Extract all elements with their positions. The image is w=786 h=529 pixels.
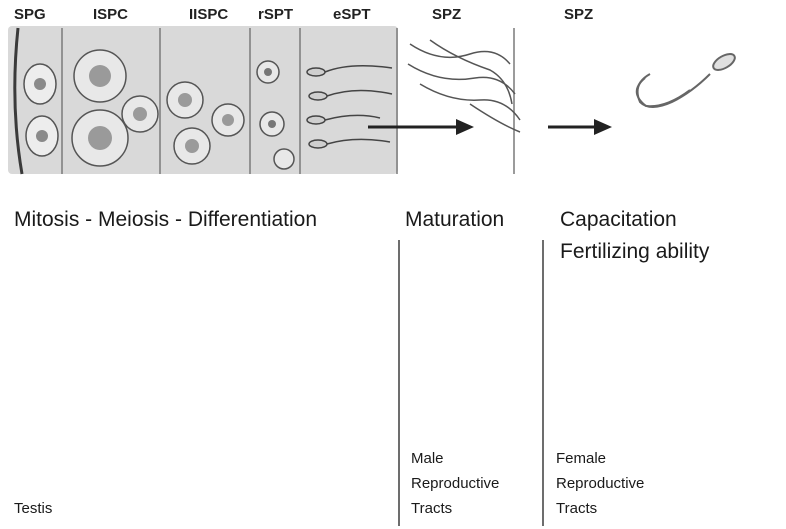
male-tract-spermatozoa [408,40,520,132]
site-label-male-line: Tracts [411,496,499,521]
stage-label-espt: eSPT [333,6,371,23]
stage-label-spg: SPG [14,6,46,23]
separator-testis-male [398,240,400,526]
site-label-male-line: Reproductive [411,471,499,496]
site-label-female: Female Reproductive Tracts [556,446,644,521]
site-label-female-line: Reproductive [556,471,644,496]
stage-label-ispc: ISPC [93,6,128,23]
stage-label-spz-female: SPZ [564,6,593,23]
phase-label-capacitation: Capacitation [560,208,677,232]
site-label-female-line: Tracts [556,496,644,521]
site-label-testis: Testis [14,496,52,521]
stage-label-spz-male: SPZ [432,6,461,23]
site-label-male: Male Reproductive Tracts [411,446,499,521]
stage-label-rspt: rSPT [258,6,293,23]
site-label-male-line: Male [411,446,499,471]
spermatogenesis-illustration [0,24,786,180]
capacitated-spermatozoon [637,51,738,107]
separator-male-female [542,240,544,526]
progression-arrow-2 [548,119,612,135]
phase-label-fertilizing-ability: Fertilizing ability [560,240,709,264]
site-label-female-line: Female [556,446,644,471]
phase-label-maturation: Maturation [405,208,504,232]
stage-label-iispc: IISPC [189,6,228,23]
phase-label-testis: Mitosis - Meiosis - Differentiation [14,208,317,232]
